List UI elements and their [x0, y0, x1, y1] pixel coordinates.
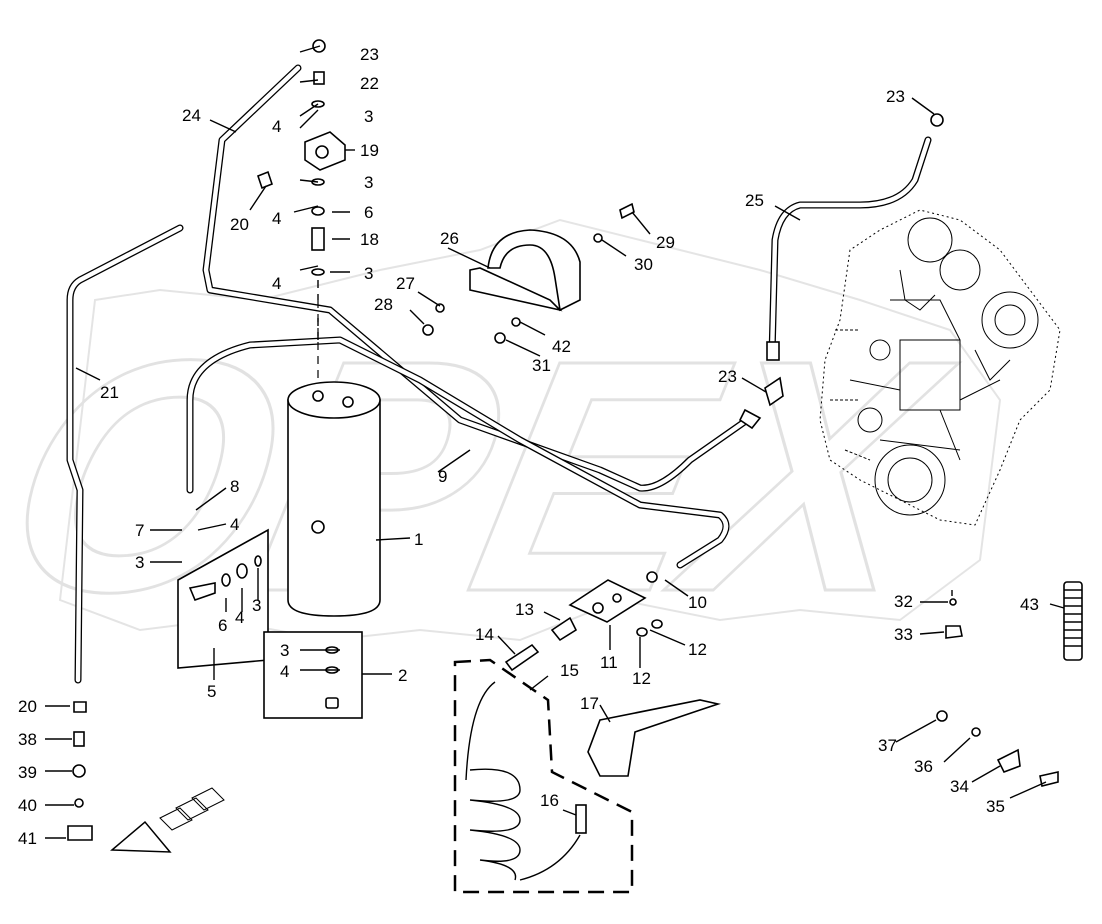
callout-labels: 1 2 3 4 5 6 4 3 3 7 4 8 9 10 11 12 12 13…: [18, 45, 1039, 848]
watermark-text: OPEX: [0, 291, 975, 660]
callout-41: 41: [18, 829, 37, 848]
callout-3d: 3: [364, 107, 373, 126]
coupler-assembly: [504, 571, 663, 672]
callout-39: 39: [18, 763, 37, 782]
callout-6b: 6: [364, 203, 373, 222]
fittings-panel: [177, 528, 269, 669]
watermark: OPEX: [0, 218, 1002, 662]
callout-3c: 3: [135, 553, 144, 572]
air-tank: [287, 381, 381, 617]
callout-3e: 3: [364, 173, 373, 192]
engine-block: [819, 209, 1061, 526]
tube-9: [186, 336, 730, 569]
callout-29: 29: [656, 233, 675, 252]
tube-25: [738, 136, 932, 430]
callout-14: 14: [475, 625, 494, 644]
blow-gun-kit: [453, 658, 721, 894]
callout-23c: 23: [718, 367, 737, 386]
callout-12: 12: [688, 640, 707, 659]
callout-3: 3: [280, 641, 289, 660]
callout-4b: 4: [235, 608, 244, 627]
leader-lines: [45, 45, 1065, 839]
callout-33: 33: [894, 625, 913, 644]
callout-28: 28: [374, 295, 393, 314]
callout-42: 42: [552, 337, 571, 356]
callout-4: 4: [280, 662, 289, 681]
callout-34: 34: [950, 777, 969, 796]
callout-7: 7: [135, 521, 144, 540]
callout-11: 11: [600, 653, 618, 672]
callout-10: 10: [688, 593, 707, 612]
callout-13: 13: [515, 600, 534, 619]
callout-31: 31: [532, 356, 551, 375]
callout-23b: 23: [886, 87, 905, 106]
callout-12b: 12: [632, 669, 651, 688]
callout-15: 15: [560, 661, 579, 680]
callout-3f: 3: [364, 264, 373, 283]
callout-27: 27: [396, 274, 415, 293]
callout-38: 38: [18, 730, 37, 749]
arrow-icon: [110, 787, 225, 853]
tube-24: [202, 64, 754, 492]
callout-30: 30: [634, 255, 653, 274]
callout-40: 40: [18, 796, 37, 815]
callout-26: 26: [440, 229, 459, 248]
callout-1: 1: [414, 530, 423, 549]
callout-4d: 4: [272, 117, 281, 136]
callout-2: 2: [398, 666, 407, 685]
callout-25: 25: [745, 191, 764, 210]
callout-20: 20: [230, 215, 249, 234]
seal-kit-box: [263, 631, 363, 719]
valve-assembly: [257, 39, 944, 276]
callout-22: 22: [360, 74, 379, 93]
callout-32: 32: [894, 592, 913, 611]
callout-19: 19: [360, 141, 379, 160]
callout-4c: 4: [230, 515, 239, 534]
callout-6: 6: [218, 616, 227, 635]
callout-23: 23: [360, 45, 379, 64]
callout-37: 37: [878, 736, 897, 755]
callout-36: 36: [914, 757, 933, 776]
callout-16: 16: [540, 791, 559, 810]
callout-35: 35: [986, 797, 1005, 816]
callout-18: 18: [360, 230, 379, 249]
callout-4f: 4: [272, 274, 281, 293]
callout-9: 9: [438, 467, 447, 486]
callout-20b: 20: [18, 697, 37, 716]
tube-21: [66, 224, 184, 684]
left-fittings: [67, 701, 93, 841]
callout-4e: 4: [272, 209, 281, 228]
callout-8: 8: [230, 477, 239, 496]
bracket-26: [422, 202, 635, 344]
callout-5: 5: [207, 682, 216, 701]
callout-17: 17: [580, 694, 599, 713]
callout-24: 24: [182, 106, 201, 125]
callout-3b: 3: [252, 596, 261, 615]
callout-21: 21: [100, 383, 119, 402]
misc-fasteners: [936, 581, 1083, 787]
callout-43: 43: [1020, 595, 1039, 614]
